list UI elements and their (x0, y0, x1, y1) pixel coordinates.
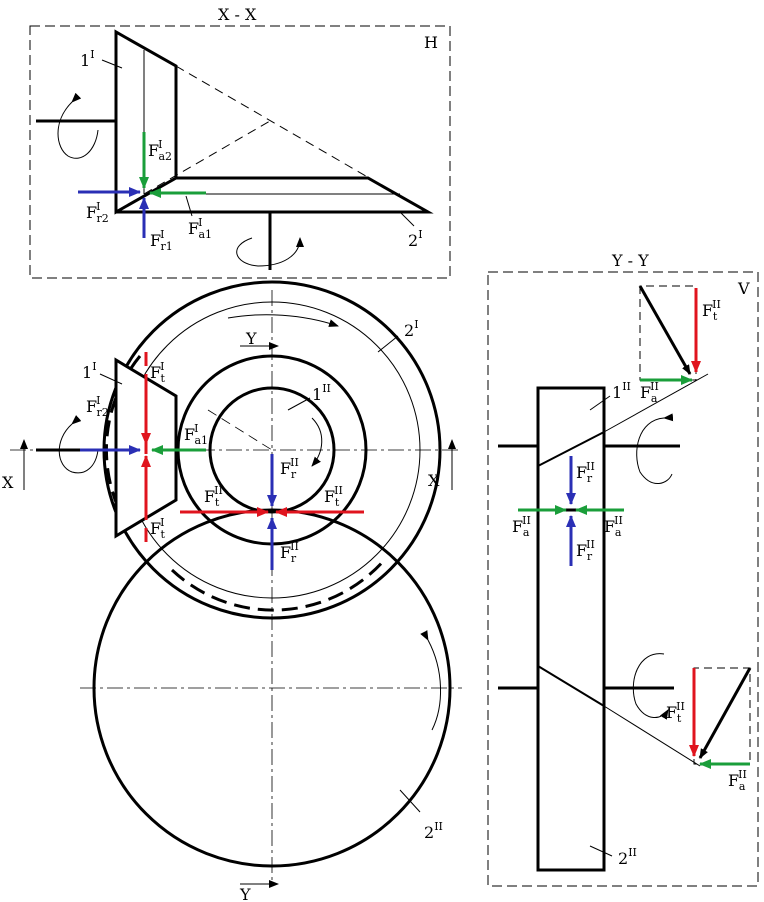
pinion2-outline (208, 386, 336, 514)
label-gear3-yy: 1II (612, 380, 631, 402)
view-xx-title: X - X (218, 5, 257, 24)
helix-extension-bottom (603, 705, 701, 767)
view-xx-frame (29, 25, 451, 279)
label-gear4-yy: 2II (618, 846, 637, 868)
label-gear4-front: 2II (424, 820, 443, 842)
large-gear-outline (92, 508, 452, 868)
leader-gear2-front (377, 335, 399, 353)
label-gear3-front: 1II (312, 382, 331, 404)
pinion-helix-line (537, 431, 605, 467)
wheel-helix-line (537, 665, 605, 707)
cone-line-upper (175, 65, 429, 213)
pinion2-rotation-front (311, 417, 323, 467)
label-gear2-front: 2I (404, 318, 419, 340)
leader-gear1 (101, 59, 123, 69)
label-section-x-right: X (428, 471, 440, 490)
helical-wheel (536, 508, 606, 872)
resultant-top (638, 285, 692, 375)
label-section-y-bottom: Y (239, 885, 251, 902)
bevel-pinion-section (114, 29, 178, 215)
leader-gear2 (399, 211, 415, 227)
pinion-rotation-yy (636, 413, 674, 484)
view-xx-corner-label: H (424, 33, 438, 52)
view-yy-title: Y - Y (611, 251, 649, 270)
leader-gear1-front (99, 373, 123, 385)
wheel-rotation-arrow (236, 237, 304, 267)
vector-box-bottom (693, 667, 751, 765)
resultant-bottom (698, 667, 752, 759)
pinion-rotation-front (58, 415, 99, 474)
radius-helper (207, 409, 273, 451)
label-section-y-top: Y (245, 329, 257, 348)
hidden-arc (170, 557, 388, 612)
large-gear-rotation (420, 630, 441, 731)
label-section-x-left: X (2, 473, 14, 492)
vector-box-top (639, 285, 697, 381)
leader-gear3-yy (589, 395, 611, 411)
view-yy: Y - Y V (487, 251, 759, 887)
cone-line-mid (143, 120, 271, 195)
wheel-rotation-yy (632, 653, 669, 720)
label-gear1-top: 1I (80, 48, 95, 70)
leader-fa1 (185, 195, 193, 217)
wheel-rotation-front (227, 314, 339, 327)
view-yy-frame (487, 271, 759, 887)
leader-gear3-front (287, 397, 311, 411)
view-yy-corner-label: V (737, 279, 750, 298)
leader-gear4-front (399, 789, 421, 813)
label-gear2-top: 2I (408, 228, 423, 250)
pinion-rotation-arrow (57, 92, 99, 159)
label-gear1-front: 1I (82, 360, 97, 382)
leader-gear4-yy (589, 845, 613, 857)
